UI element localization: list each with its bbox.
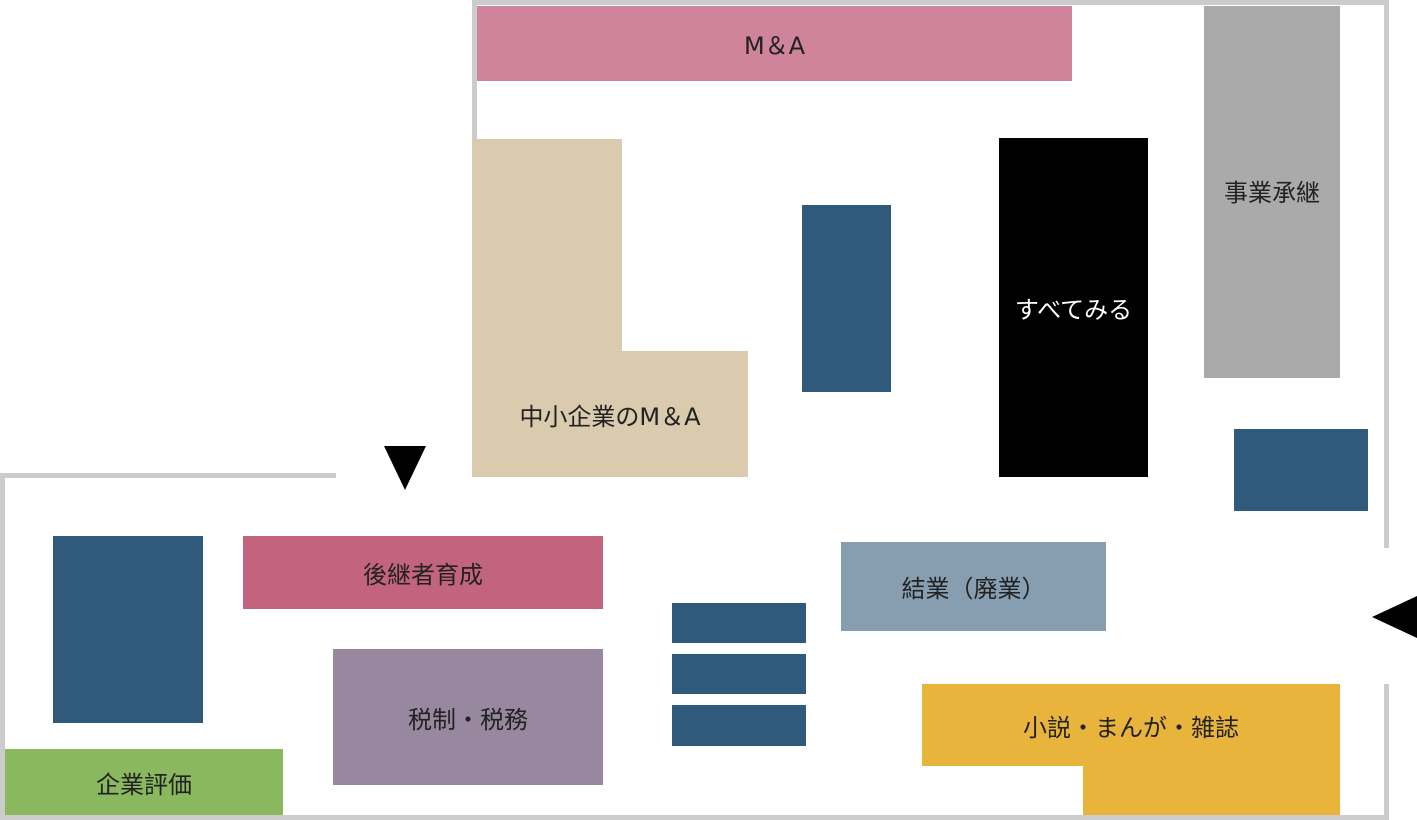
section-ma-label: M＆A	[743, 32, 806, 60]
section-novels-lower[interactable]	[1083, 684, 1340, 815]
section-sme-ma-lower[interactable]	[472, 351, 748, 477]
shelf-center-2	[672, 654, 806, 694]
shelf-center-3	[672, 705, 806, 746]
shelf-center-1	[672, 603, 806, 643]
section-closure-label: 結業（廃業）	[901, 575, 1046, 603]
section-successor-label: 後継者育成	[363, 561, 483, 589]
wall-lower-top	[0, 473, 336, 478]
wall-right-upper	[1384, 0, 1389, 548]
wall-right-lower	[1384, 684, 1389, 820]
section-tax-label: 税制・税務	[408, 705, 528, 734]
section-valuation-label: 企業評価	[96, 770, 192, 799]
shelf-middle	[802, 205, 891, 392]
shelf-left	[53, 536, 203, 723]
section-succession-label: 事業承継	[1224, 178, 1320, 207]
section-ma[interactable]	[477, 6, 1072, 81]
section-closure[interactable]	[841, 542, 1106, 631]
section-all-label: すべてみる	[1014, 296, 1133, 324]
section-novels-label: 小説・まんが・雑誌	[1023, 713, 1239, 742]
wall-top	[472, 0, 1389, 5]
section-all[interactable]	[999, 138, 1148, 477]
entrance-arrow-down-icon	[384, 446, 426, 490]
shelf-right	[1234, 429, 1368, 511]
section-succession[interactable]	[1204, 6, 1340, 378]
wall-bottom	[0, 815, 1389, 820]
entrance-arrow-left-icon	[1372, 596, 1417, 638]
section-valuation[interactable]	[5, 749, 283, 815]
section-sme-ma-label: 中小企業のM＆A	[519, 402, 701, 431]
section-tax[interactable]	[333, 649, 603, 785]
section-successor[interactable]	[243, 536, 603, 609]
wall-left	[0, 473, 5, 820]
